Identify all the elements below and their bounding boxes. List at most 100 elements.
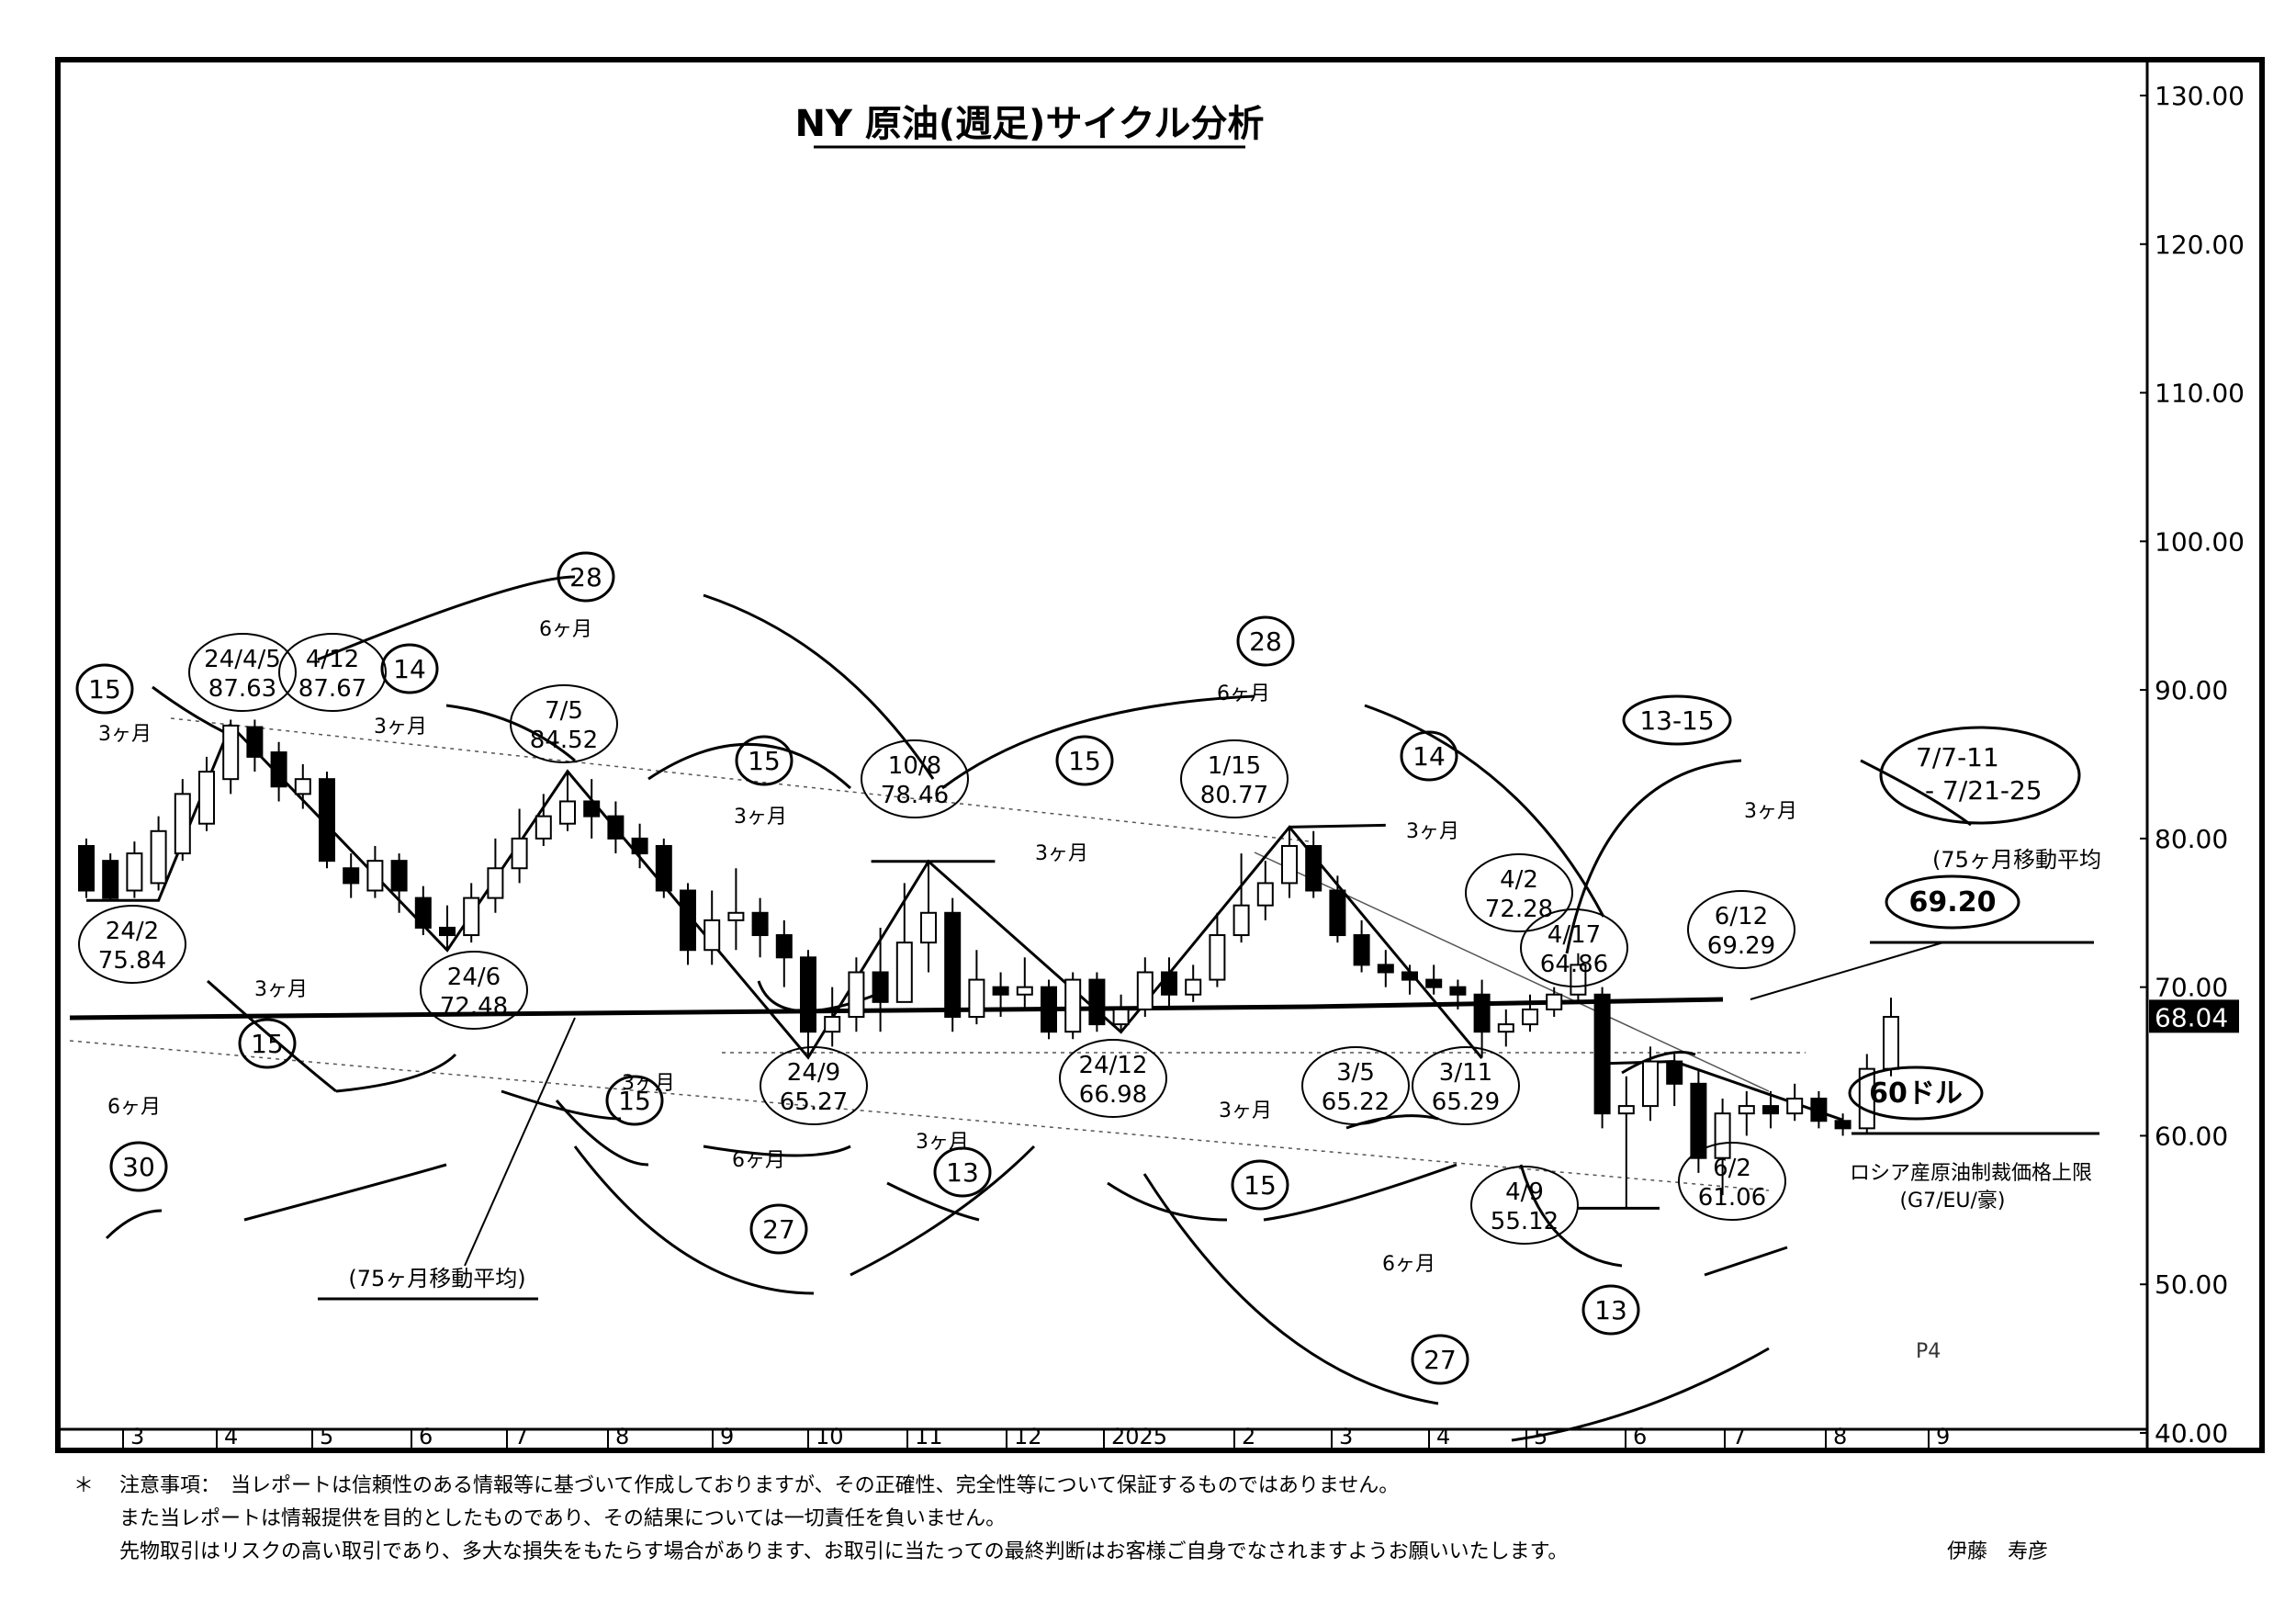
candle-up xyxy=(1786,1098,1804,1115)
x-tick-label: 2025 xyxy=(1111,1424,1167,1448)
period-label: 6ヶ月 xyxy=(539,618,592,641)
candle-down xyxy=(992,986,1009,996)
cycle-arc xyxy=(647,742,852,790)
candle-up xyxy=(1642,1060,1659,1108)
candle-up xyxy=(1546,993,1563,1010)
disclaimer-star: ＊ xyxy=(73,1474,95,1497)
candle-up xyxy=(920,911,937,944)
x-tick-label: 10 xyxy=(816,1424,844,1448)
cycle-arc xyxy=(1519,1164,1623,1268)
cycle-count-label: 15 xyxy=(88,674,121,705)
cycle-count-circle xyxy=(1581,1284,1640,1336)
pivot-circle xyxy=(1687,890,1795,969)
y-tick-label: 120.00 xyxy=(2155,230,2245,260)
pivot-circle xyxy=(510,684,618,763)
pivot-date: 24/2 xyxy=(106,918,159,945)
forecast-line-2: - 7/21-25 xyxy=(1925,775,2043,806)
candle-up xyxy=(1016,986,1033,996)
candle-up xyxy=(463,897,480,937)
cycle-count-circle xyxy=(1411,1334,1469,1385)
period-label: 6ヶ月 xyxy=(107,1096,161,1119)
cycle-arc xyxy=(105,1209,163,1240)
period-label: 3ヶ月 xyxy=(254,978,308,1001)
period-label: 3ヶ月 xyxy=(1219,1100,1272,1122)
candle-down xyxy=(1690,1082,1707,1159)
candle-down xyxy=(1810,1098,1828,1122)
cycle-arc xyxy=(1860,759,1972,827)
ma-pointer-line xyxy=(1750,942,1944,1000)
forecast-line-1: 7/7-11 xyxy=(1916,742,1999,773)
pivot-date: 24/4/5 xyxy=(204,646,281,673)
candle-up xyxy=(727,911,745,921)
candle-down xyxy=(1088,978,1106,1026)
candle-up xyxy=(487,867,504,899)
candle-down xyxy=(343,867,360,885)
upper-channel-line xyxy=(170,717,1311,842)
disclaimer-line-3: 先物取引はリスクの高い取引であり、多大な損失をもたらす場合があります、お取引に当… xyxy=(119,1540,1569,1563)
y-tick-label: 110.00 xyxy=(2155,378,2245,409)
candle-down xyxy=(414,897,432,929)
cycle-arc xyxy=(573,1145,815,1295)
last-price-box xyxy=(2149,999,2239,1033)
cycle-arc xyxy=(1511,1347,1770,1442)
cycle-arc xyxy=(1621,1051,1696,1075)
candle-down xyxy=(270,751,287,788)
pivot-value: 65.27 xyxy=(780,1088,848,1116)
candle-down xyxy=(1762,1105,1779,1115)
pivot-date: 4/9 xyxy=(1505,1179,1544,1206)
pivot-date: 3/11 xyxy=(1439,1059,1492,1087)
cycle-arc xyxy=(941,694,1255,790)
pivot-value: 84.52 xyxy=(530,727,598,754)
cycle-count-circle xyxy=(238,1018,297,1069)
x-tick-label: 5 xyxy=(1534,1424,1548,1448)
page-label: P4 xyxy=(1916,1340,1941,1363)
x-tick-label: 9 xyxy=(1936,1424,1950,1448)
cycle-arc xyxy=(152,685,227,735)
y-tick-label: 80.00 xyxy=(2155,824,2228,854)
x-tick-label: 3 xyxy=(130,1424,144,1448)
disclaimer-line-1: 注意事項： 当レポートは信頼性のある情報等に基づいて作成しておりますが、その正確… xyxy=(119,1474,1400,1497)
pivot-circle xyxy=(1412,1046,1520,1125)
candle-up xyxy=(1112,1008,1130,1026)
pivot-circle xyxy=(1678,1142,1786,1221)
cycle-arc xyxy=(1107,1181,1228,1222)
pivot-date: 1/15 xyxy=(1208,752,1261,780)
candle-up xyxy=(1256,882,1274,907)
x-tick-label: 8 xyxy=(615,1424,629,1448)
pivot-date: 10/8 xyxy=(888,752,941,780)
pivot-value: 65.29 xyxy=(1432,1088,1500,1116)
candle-down xyxy=(800,956,816,1033)
candle-down xyxy=(1834,1120,1851,1130)
top-marker-line xyxy=(1289,823,1386,829)
x-tick-label: 9 xyxy=(720,1424,734,1448)
cycle-count-label: 14 xyxy=(1412,741,1446,772)
cycle-arc xyxy=(703,593,935,780)
candle-up xyxy=(848,971,865,1019)
candle-down xyxy=(655,844,672,892)
cycle-arc xyxy=(1565,759,1742,954)
pivot-circle xyxy=(420,951,528,1030)
candle-up xyxy=(1185,978,1202,996)
candle-down xyxy=(607,815,625,840)
cycle-arc xyxy=(1345,1114,1439,1130)
pivot-date: 4/17 xyxy=(1548,921,1601,949)
cycle-count-circle xyxy=(380,643,439,694)
period-label: 3ヶ月 xyxy=(1035,842,1088,865)
forecast-circle xyxy=(1879,726,2081,825)
pivot-value: 87.63 xyxy=(208,675,276,703)
y-tick-label: 40.00 xyxy=(2155,1418,2228,1448)
candle-down xyxy=(583,800,601,818)
pivot-circle xyxy=(1180,739,1289,818)
pivot-value: 61.06 xyxy=(1698,1184,1766,1212)
cycle-count-circle xyxy=(1231,1159,1289,1211)
candle-down xyxy=(680,889,696,952)
candle-down xyxy=(1666,1060,1683,1085)
candle-down xyxy=(78,844,95,892)
candle-up xyxy=(1064,978,1082,1033)
x-tick-label: 7 xyxy=(514,1424,528,1448)
candle-up xyxy=(1281,844,1298,885)
cycle-arc xyxy=(1364,704,1605,918)
lower-channel-line xyxy=(69,1040,1770,1191)
cycle-arc xyxy=(555,1100,649,1167)
